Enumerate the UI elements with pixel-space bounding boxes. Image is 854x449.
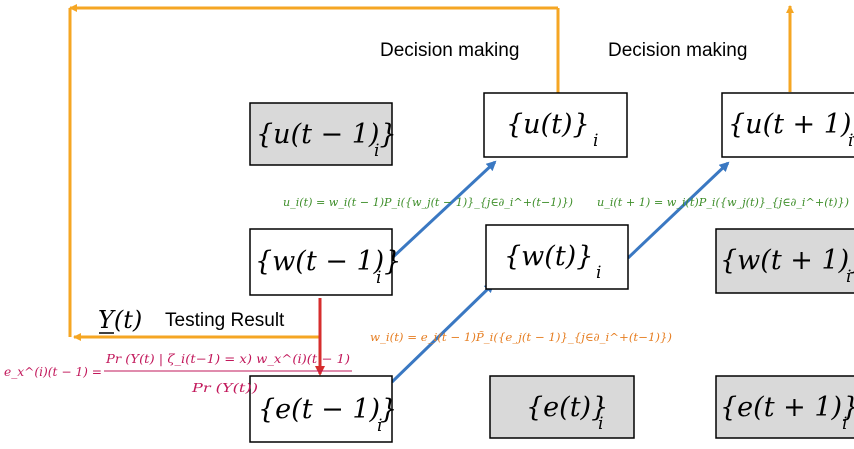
node-u-prev-subscript: i	[374, 141, 379, 161]
node-u-prev: {u(t − 1)} i	[249, 102, 397, 166]
formula-u-update-2: u_i(t + 1) = w_i(t)P_i({w_j(t)}_{j∈∂_i^+…	[597, 195, 849, 209]
node-w-now-label: {w(t)}	[504, 241, 593, 272]
node-u-next: {u(t + 1)} i	[721, 92, 854, 158]
formula-e-lhs: e_x^(i)(t − 1) =	[4, 365, 102, 379]
formula-e-numerator: Pr (Y(t) | ζ_i(t−1) = x) w_x^(i)(t − 1)	[105, 352, 350, 366]
node-w-now: {w(t)} i	[485, 224, 629, 290]
node-e-prev-subscript: i	[377, 416, 382, 436]
node-e-now-subscript: i	[598, 414, 603, 434]
node-u-next-subscript: i	[848, 131, 853, 151]
update-arrows	[390, 160, 730, 384]
decision-label-1: Decision making	[380, 40, 519, 61]
formula-e-denominator: Pr (Y(t))	[191, 381, 259, 395]
node-u-now: {u(t)} i	[483, 92, 628, 158]
node-w-next: {w(t + 1)} i	[715, 228, 854, 294]
arrow-w-prev-to-u-now	[390, 160, 497, 260]
node-e-prev: {e(t − 1)} i	[249, 375, 397, 443]
arrow-w-now-to-u-next	[626, 161, 730, 260]
node-w-prev-subscript: i	[376, 268, 381, 288]
y-of-t-label: Y(t)	[98, 306, 142, 334]
node-e-now-label: {e(t)}	[526, 392, 608, 423]
node-u-now-subscript: i	[593, 131, 598, 151]
node-u-prev-label: {u(t − 1)}	[256, 119, 397, 150]
decision-label-2: Decision making	[608, 40, 747, 61]
arrow-e-prev-to-w-now	[390, 282, 495, 384]
formula-w-update: w_i(t) = e_i(t − 1)P̃_i({e_j(t − 1)}_{j∈…	[370, 330, 672, 344]
node-u-next-label: {u(t + 1)}	[728, 109, 854, 140]
node-w-next-label: {w(t + 1)}	[720, 245, 854, 276]
formula-u-update-1: u_i(t) = w_i(t − 1)P_i({w_j(t − 1)}_{j∈∂…	[283, 195, 573, 209]
node-e-next-subscript: i	[842, 414, 847, 434]
node-e-next-label: {e(t + 1)}	[720, 392, 854, 423]
node-e-now: {e(t)} i	[489, 375, 635, 439]
testing-result-label: Testing Result	[165, 310, 285, 331]
node-w-prev: {w(t − 1)} i	[249, 228, 401, 296]
node-w-next-subscript: i	[846, 267, 851, 287]
node-u-now-label: {u(t)}	[506, 109, 590, 140]
feedback-arrows	[68, 4, 794, 341]
formula-e-posterior: e_x^(i)(t − 1) = Pr (Y(t) | ζ_i(t−1) = x…	[4, 352, 352, 395]
node-e-prev-label: {e(t − 1)}	[258, 394, 397, 425]
node-w-now-subscript: i	[596, 263, 601, 283]
node-w-prev-label: {w(t − 1)}	[255, 246, 401, 277]
node-e-next: {e(t + 1)} i	[715, 375, 854, 439]
